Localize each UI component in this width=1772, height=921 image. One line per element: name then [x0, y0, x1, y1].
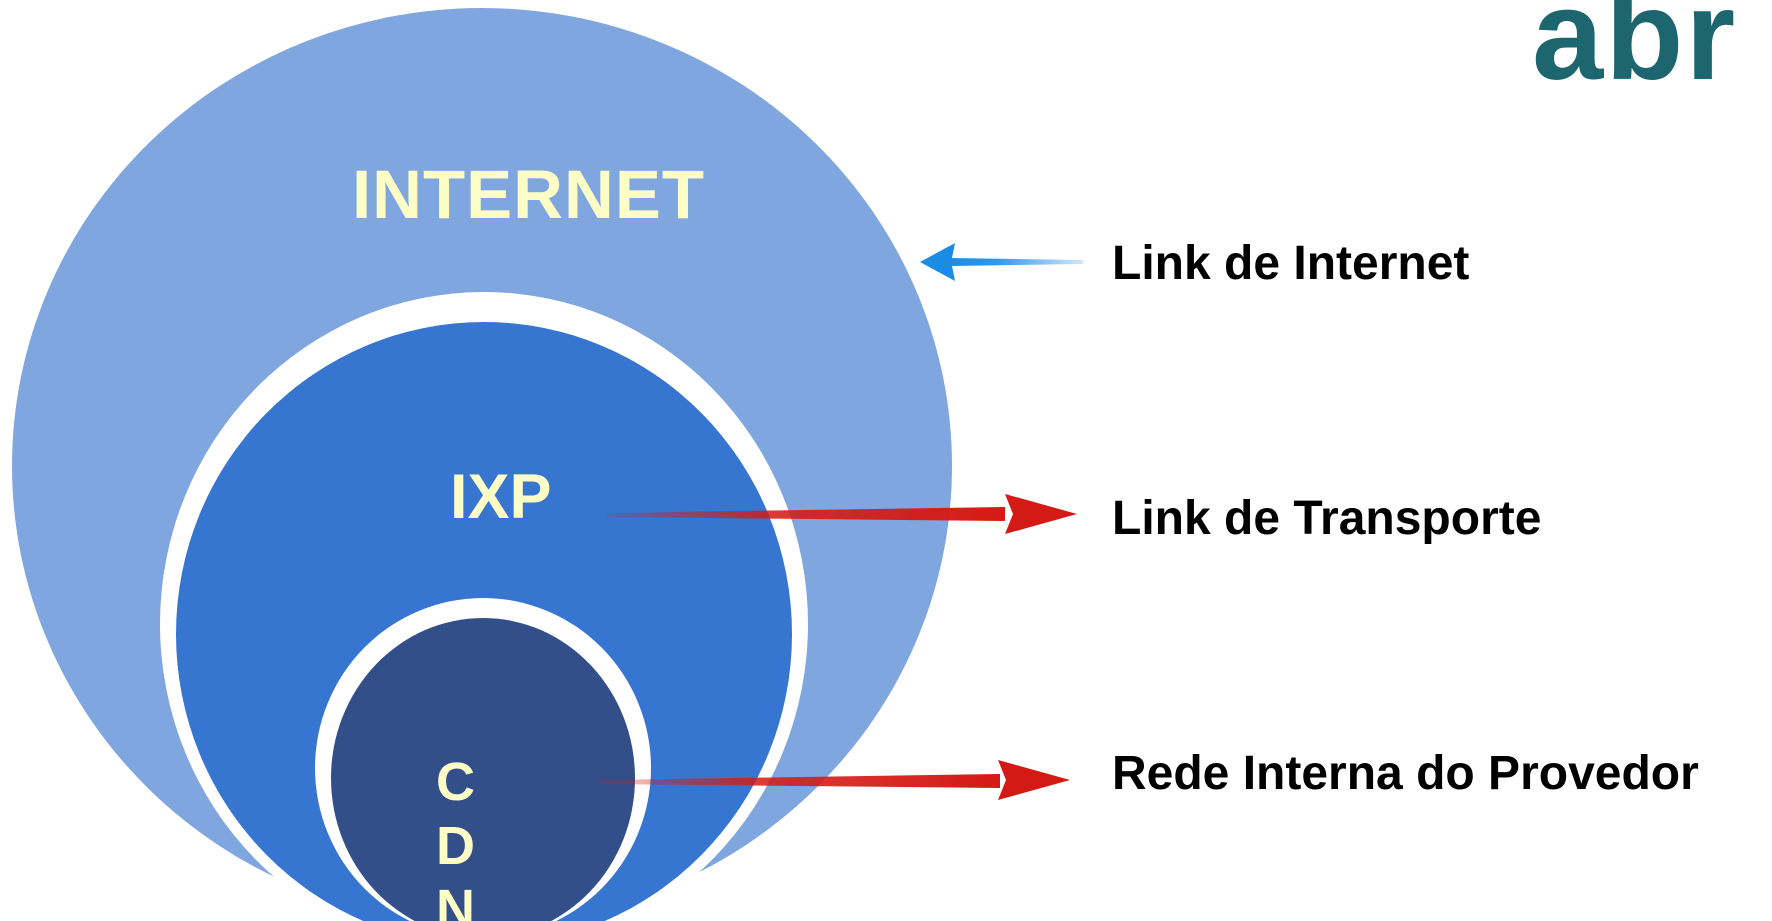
internet-label: INTERNET: [352, 156, 705, 233]
arrow-right-icon: [607, 494, 1077, 534]
arrow-left-icon: [920, 243, 1083, 281]
cdn-label: CDN: [436, 752, 475, 921]
red-arrow-shaft-internal: [600, 774, 1000, 788]
red-arrow-head-transport: [1005, 494, 1077, 534]
legend-internet-link: Link de Internet: [1112, 237, 1470, 290]
arrow-right-icon: [600, 760, 1070, 800]
logo: abr: [1532, 0, 1738, 107]
red-arrow-head-internal: [998, 760, 1070, 800]
blue-arrow-shaft: [950, 258, 1083, 266]
legend-transport-link: Link de Transporte: [1112, 492, 1542, 545]
legend-internal-network: Rede Interna do Provedor: [1112, 747, 1699, 800]
red-arrow-shaft-transport: [607, 507, 1005, 521]
cdn-circle: [331, 618, 635, 921]
blue-arrow-head: [920, 243, 955, 281]
ixp-label: IXP: [450, 462, 552, 532]
